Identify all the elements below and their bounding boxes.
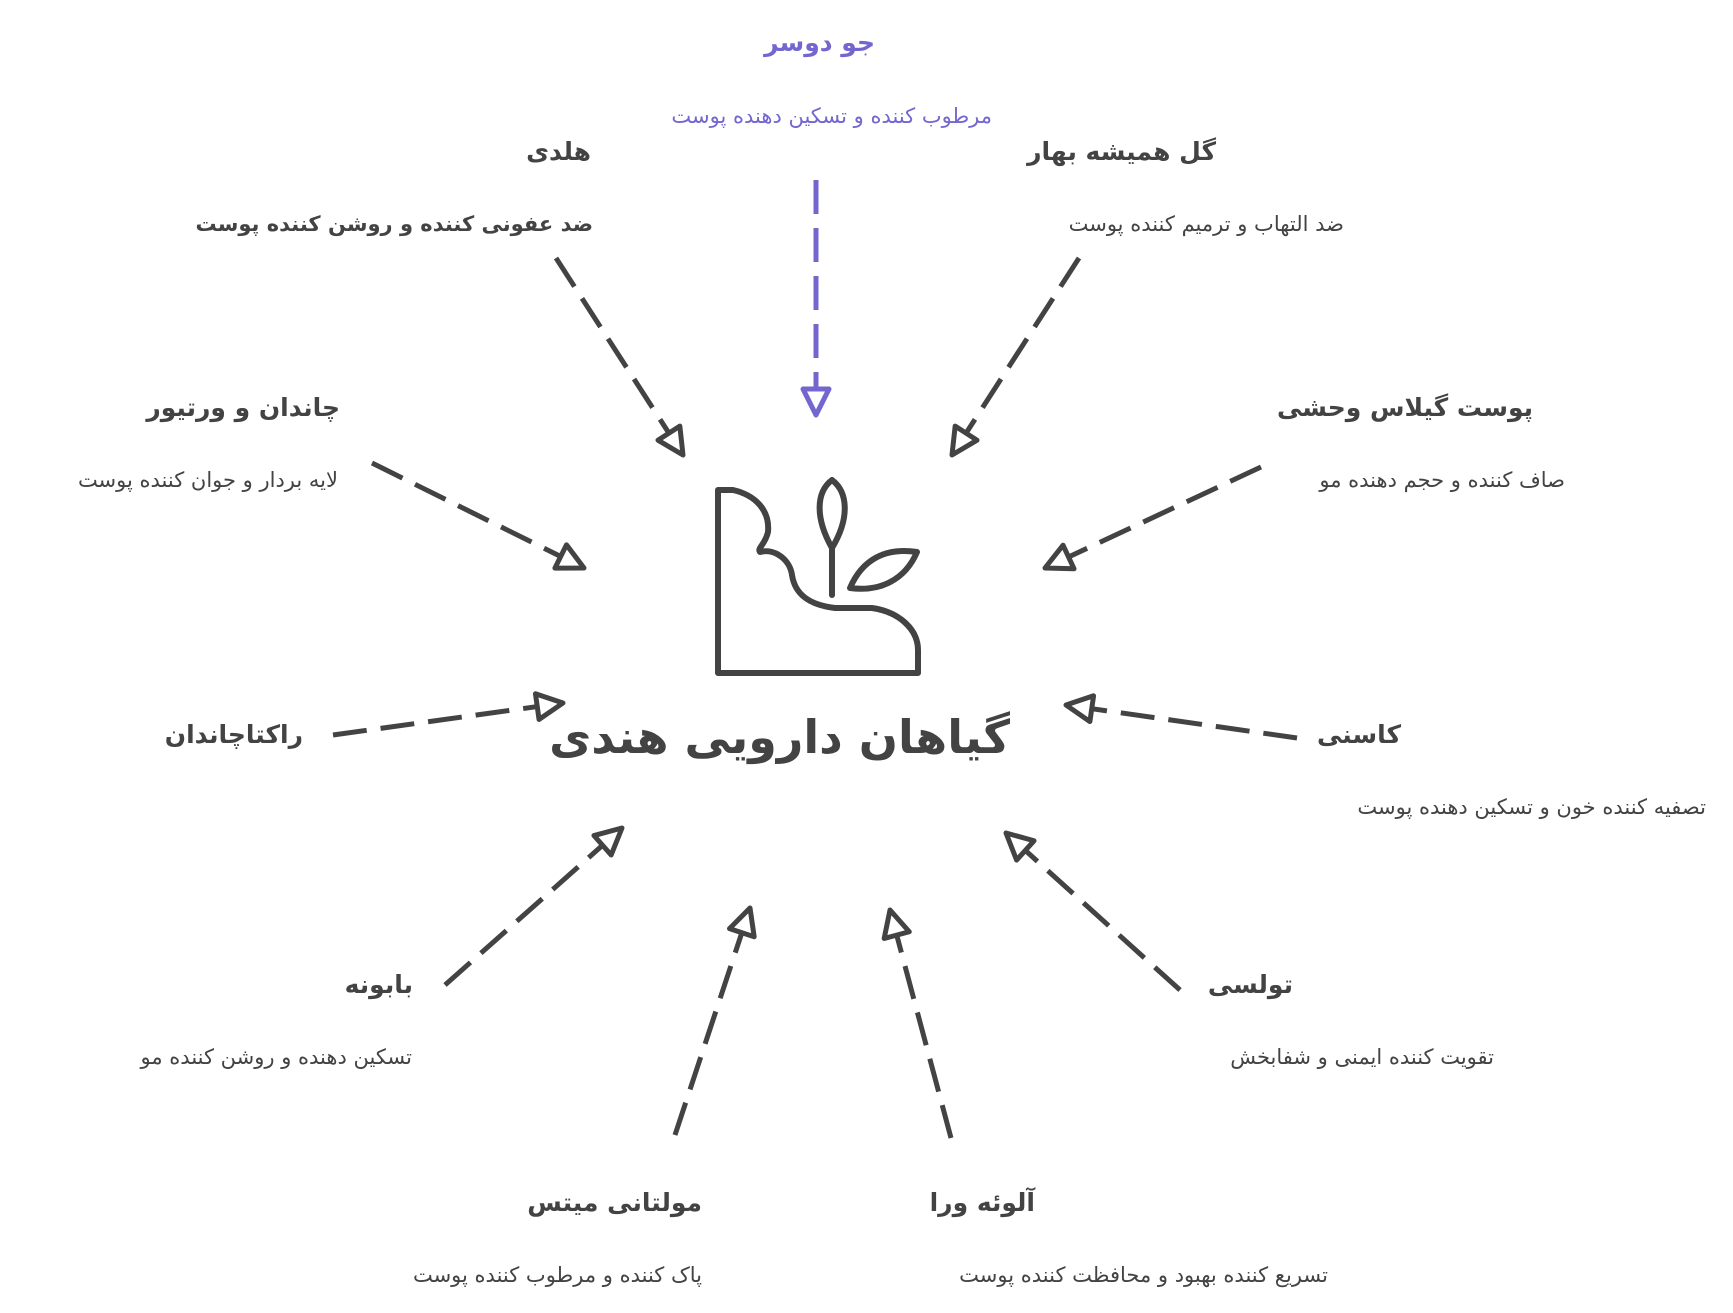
arrow-head-babooneh [591,825,625,858]
node-desc-tulsi: تقویت کننده ایمنی و شفابخش [1230,1045,1494,1069]
node-desc-chandan: لایه بردار و جوان کننده پوست [77,468,338,492]
node-desc-babooneh: تسکین دهنده و روشن کننده مو [140,1045,412,1069]
node-title-multani: مولتانی میتس [527,1188,702,1217]
arrow-aloe [881,907,954,1139]
node-title-babooneh: بابونه [344,970,413,999]
arrow-head-multani [726,905,757,940]
node-desc-calendula: ضد التهاب و ترمیم کننده پوست [1068,212,1344,236]
arrow-kasni [1063,693,1298,741]
arrow-head-tulsi [1003,830,1037,863]
arrow-line-tulsi [1023,848,1182,992]
center-title: گیاهان دارویی هندی [549,710,1010,764]
node-title-kasni: کاسنی [1316,720,1401,749]
arrow-line-chandan [370,460,562,559]
arrow-line-raktachandan [332,704,538,738]
arrow-head-aloe [881,907,912,941]
arrow-line-haldi [553,256,672,435]
node-desc-haldi: ضد عفونی کننده و روشن کننده پوست [195,212,594,236]
arrow-line-calendula [963,256,1082,435]
node-title-aloe: آلوئه ورا [929,1188,1035,1217]
arrow-head-calendula [949,423,980,458]
node-desc-aloe: تسریع کننده بهبود و محافظت کننده پوست [959,1263,1328,1287]
arrow-head-kasni [1063,693,1097,725]
arrow-line-kasni [1091,706,1298,741]
node-title-wild-cherry: پوست گیلاس وحشی [1276,393,1533,422]
arrow-line-multani [672,931,745,1136]
arrow-line-aloe [894,934,954,1139]
arrow-head-wild-cherry [1042,542,1077,572]
node-title-tulsi: تولسی [1207,970,1293,999]
arrow-babooneh [443,825,625,987]
arrow-line-babooneh [443,843,605,987]
arrow-calendula [949,256,1082,458]
node-title-jo-dosar: جو دوسر [764,28,875,57]
node-title-haldi: هلدی [526,137,591,166]
node-title-chandan: چاندان و ورتیور [146,393,340,422]
node-title-raktachandan: راکتاچاندان [164,720,303,749]
arrow-raktachandan [332,691,566,738]
arrow-jo-dosar [800,180,832,418]
arrow-line-wild-cherry [1067,464,1263,560]
node-desc-jo-dosar: مرطوب کننده و تسکین دهنده پوست [671,104,992,128]
arrow-haldi [553,256,686,458]
node-desc-kasni: تصفیه کننده خون و تسکین دهنده پوست [1357,795,1706,819]
arrow-tulsi [1003,830,1182,992]
arrow-wild-cherry [1042,464,1263,572]
arrow-head-raktachandan [532,691,566,722]
arrow-multani [672,905,757,1136]
node-title-calendula: گل همیشه بهار [1027,137,1216,166]
plant-cliff-icon [715,477,921,676]
arrows-layer [332,180,1298,1139]
arrow-head-chandan [552,542,587,571]
node-desc-wild-cherry: صاف کننده و حجم دهنده مو [1319,468,1565,492]
node-desc-multani: پاک کننده و مرطوب کننده پوست [412,1263,702,1287]
arrow-head-jo-dosar [800,386,832,418]
arrow-head-haldi [655,423,686,458]
arrow-chandan [370,460,587,571]
